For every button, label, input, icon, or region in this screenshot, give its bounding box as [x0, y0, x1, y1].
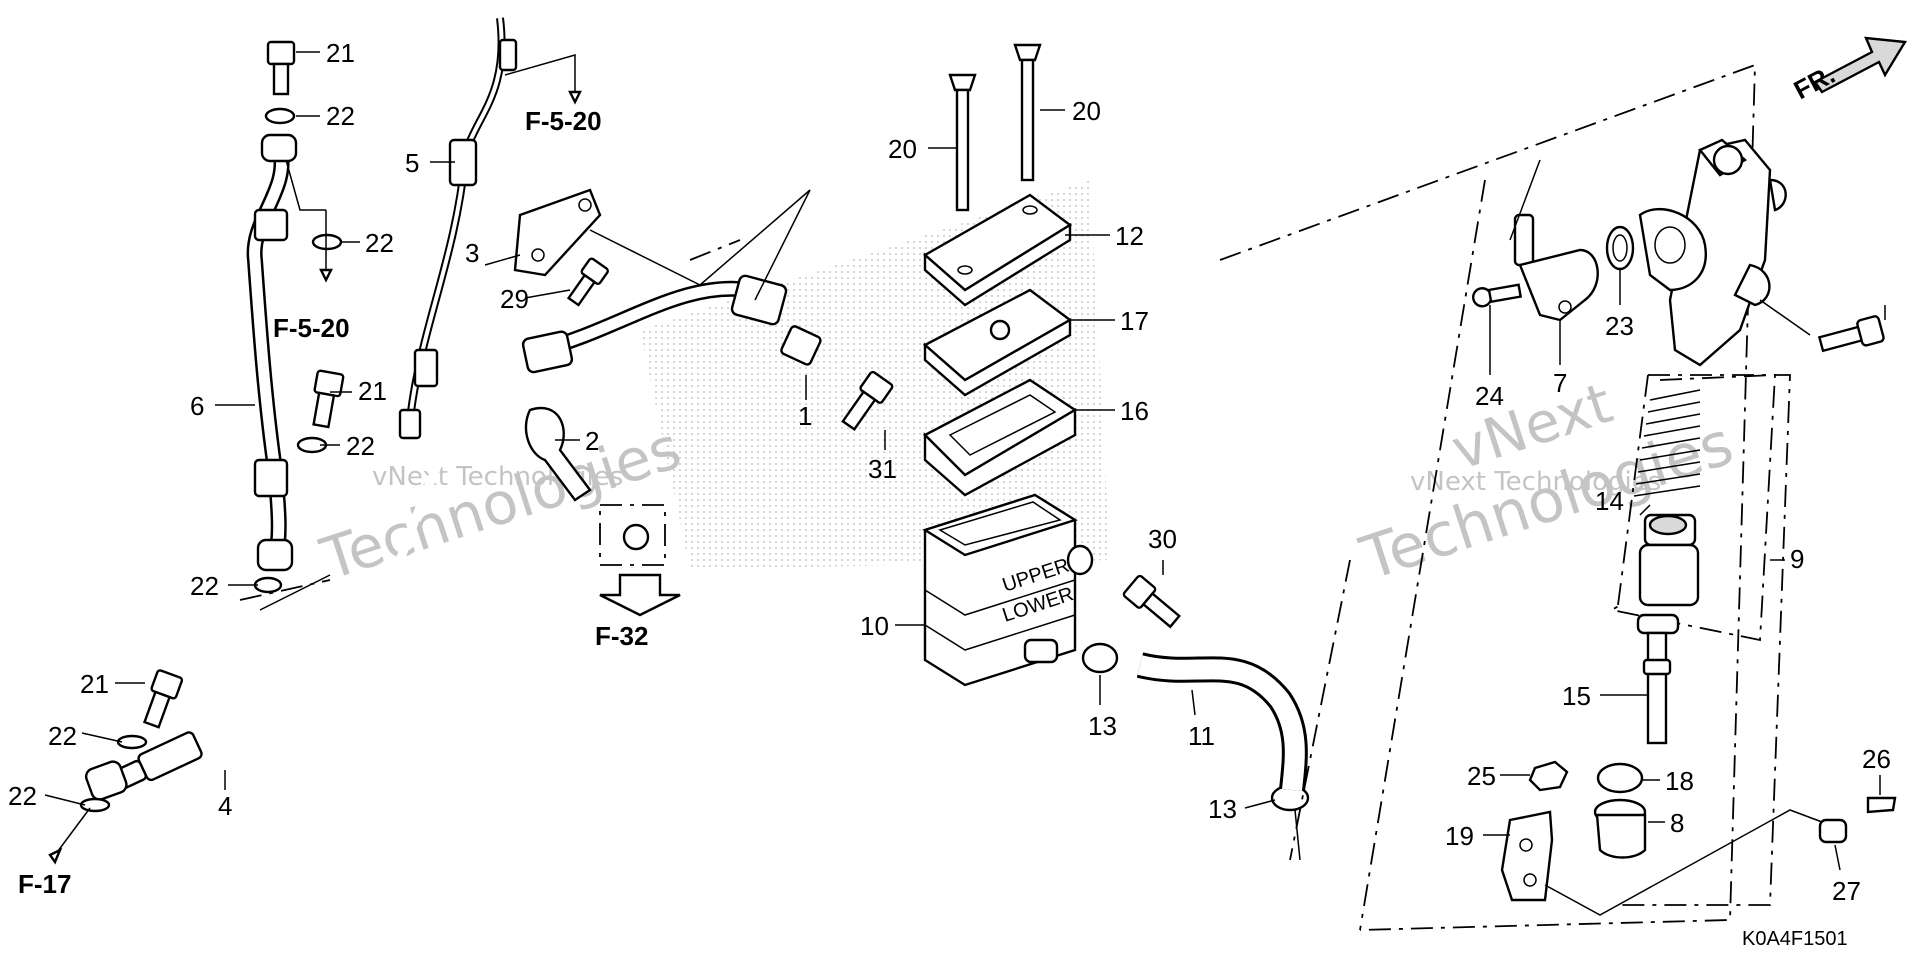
circlip-icon: [1596, 762, 1644, 794]
svg-text:FR.: FR.: [1789, 59, 1840, 105]
callout-29: 30: [1148, 524, 1177, 554]
callout-24: 24: [1475, 381, 1504, 411]
callout-22: 22: [346, 431, 375, 461]
joint-icon: [780, 325, 822, 366]
diagram-code: K0A4F1501: [1742, 928, 1848, 950]
callout-21: 21: [80, 669, 109, 699]
push-rod-icon: [1636, 613, 1680, 745]
hose-clip-icon: [1081, 642, 1119, 674]
callout-25: 25: [1467, 761, 1496, 791]
front-arrow-icon: FR.: [1789, 36, 1908, 105]
page-ref-f-5-20: F-5-20: [273, 313, 350, 343]
reservoir-body-icon: UPPER LOWER: [922, 493, 1094, 687]
callout-12: 12: [1115, 221, 1144, 251]
banjo-fitting-icon: [84, 760, 128, 801]
callout-22: 22: [8, 781, 37, 811]
hose-joint-icon: [1513, 213, 1599, 322]
callout-10: 10: [860, 611, 889, 641]
boot-icon: [1593, 798, 1647, 859]
callout-13: 13: [1208, 794, 1237, 824]
callout-4: 4: [218, 791, 232, 821]
callout-27: 27: [1832, 876, 1861, 906]
callout-5: 5: [405, 148, 419, 178]
callout-22: 22: [190, 571, 219, 601]
bolt-icon: [312, 369, 345, 429]
bolt-icon: [1817, 315, 1885, 353]
callout-8: 8: [1670, 808, 1684, 838]
screw-icon: [1013, 43, 1042, 182]
callout-18: 18: [1665, 766, 1694, 796]
callout-20: 20: [888, 134, 917, 164]
bolt-icon: [142, 669, 184, 729]
callout-16: 16: [1120, 396, 1149, 426]
watermark: vNext Technologies: [1410, 467, 1661, 497]
callout-15: 15: [1562, 681, 1591, 711]
bracket-icon: [513, 188, 602, 277]
direction-arrow-icon: [599, 573, 681, 617]
bolt-icon: [566, 257, 609, 307]
callout-22: 22: [48, 721, 77, 751]
screw-icon: [948, 73, 977, 212]
callout-26: 26: [1862, 744, 1891, 774]
o-ring-icon: [1605, 225, 1635, 271]
screw-icon: [1471, 283, 1523, 308]
washer-icon: [311, 233, 343, 251]
callout-9: 9: [1790, 544, 1804, 574]
clevis-icon: [1500, 810, 1554, 902]
page-ref-f-17: F-17: [18, 869, 71, 899]
callout-13: 13: [1088, 711, 1117, 741]
callout-1: 1: [798, 401, 812, 431]
leader-lines: [44, 51, 1886, 871]
callout-3: 3: [465, 238, 479, 268]
page-ref-f-5-20: F-5-20: [525, 106, 602, 136]
washer-icon: [253, 576, 283, 594]
callout-19: 19: [1445, 821, 1474, 851]
bolt-icon: [1122, 574, 1181, 629]
callout-30: 31: [868, 454, 897, 484]
spring-icon: [1633, 389, 1701, 607]
callout-2: 2: [585, 426, 599, 456]
callout-22: 22: [365, 228, 394, 258]
callout-21: 21: [358, 376, 387, 406]
callout-20: 20: [1072, 96, 1101, 126]
washer-icon: [264, 107, 296, 125]
callout-6: 6: [190, 391, 204, 421]
clamp-icon: [524, 406, 592, 502]
washer-icon: [116, 734, 148, 750]
cotter-pin-icon: [1866, 796, 1897, 814]
washer-icon: [79, 797, 111, 813]
callout-7: 7: [1553, 368, 1567, 398]
callout-23: 23: [1605, 311, 1634, 341]
master-cylinder-icon: [1638, 138, 1787, 367]
callout-14: 14: [1595, 486, 1624, 516]
callout-17: 17: [1120, 306, 1149, 336]
clevis-pin-icon: [1818, 818, 1848, 844]
page-ref-f-32: F-32: [595, 621, 648, 651]
nut-icon: [1528, 760, 1569, 792]
callout-22: 22: [326, 101, 355, 131]
callout-11: 11: [1188, 721, 1215, 751]
bolt-icon: [841, 370, 894, 431]
callout-21: 21: [326, 38, 355, 68]
callout-28: 29: [500, 284, 529, 314]
bolt-icon: [266, 40, 296, 96]
